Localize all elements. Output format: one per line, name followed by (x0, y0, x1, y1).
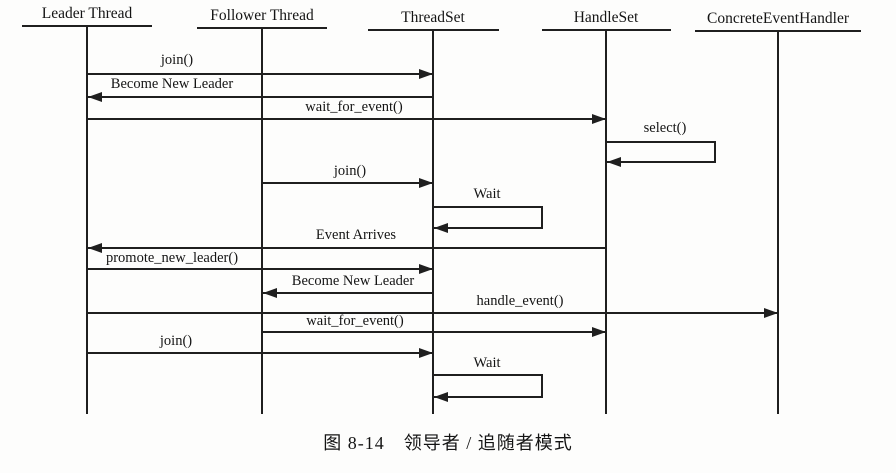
actor-label-threadset: ThreadSet (401, 9, 465, 26)
lifeline-threadset (432, 29, 434, 414)
message-10-handle-event-label: handle_event() (476, 293, 564, 309)
message-8-promote-new-leader-label: promote_new_leader() (105, 250, 239, 266)
message-7-event-arrives-line (87, 247, 606, 249)
message-13-wait-call-line (433, 374, 543, 376)
message-11-wait-for-event-arrowhead (592, 326, 606, 337)
message-1-join-line (87, 73, 433, 75)
message-1-join-label: join() (160, 52, 194, 68)
message-13-wait-arrowhead (434, 391, 448, 402)
message-4-select-return-line (606, 161, 716, 163)
message-3-wait-for-event-label: wait_for_event() (305, 99, 403, 115)
message-3-wait-for-event-arrowhead (592, 113, 606, 124)
message-4-select-side-line (714, 141, 716, 163)
message-12-join-line (87, 352, 433, 354)
message-9-become-new-leader-label: Become New Leader (291, 273, 415, 289)
actor-label-leader-thread: Leader Thread (41, 5, 133, 22)
message-5-join-line (262, 182, 433, 184)
message-12-join-label: join() (159, 333, 193, 349)
message-2-become-new-leader-label: Become New Leader (110, 76, 234, 92)
message-6-wait-side-line (541, 206, 543, 229)
message-8-promote-new-leader-arrowhead (419, 263, 433, 274)
actor-label-follower-thread: Follower Thread (210, 7, 314, 24)
message-1-join-arrowhead (419, 68, 433, 79)
message-2-become-new-leader-arrowhead (88, 91, 102, 102)
message-11-wait-for-event-label: wait_for_event() (306, 313, 404, 329)
message-13-wait-return-line (433, 396, 543, 398)
message-9-become-new-leader-arrowhead (263, 287, 277, 298)
message-5-join-label: join() (333, 163, 367, 179)
message-4-select-arrowhead (607, 156, 621, 167)
lifeline-handleset (605, 29, 607, 414)
lifeline-follower-thread (261, 27, 263, 414)
message-10-handle-event-arrowhead (764, 307, 778, 318)
message-4-select-call-line (606, 141, 716, 143)
message-6-wait-label: Wait (473, 186, 501, 202)
message-7-event-arrives-label: Event Arrives (315, 227, 397, 243)
figure-caption: 图 8-14 领导者 / 追随者模式 (323, 433, 573, 453)
message-11-wait-for-event-line (262, 331, 606, 333)
message-6-wait-call-line (433, 206, 543, 208)
lifeline-concreteeventhandler (777, 30, 779, 414)
message-6-wait-arrowhead (434, 222, 448, 233)
sequence-diagram: Leader Thread Follower Thread ThreadSet Han… (22, 5, 861, 414)
message-6-wait-return-line (433, 227, 543, 229)
message-7-event-arrives-arrowhead (88, 242, 102, 253)
message-13-wait-side-line (541, 374, 543, 398)
message-12-join-arrowhead (419, 347, 433, 358)
message-8-promote-new-leader-line (87, 268, 433, 270)
message-13-wait-label: Wait (473, 355, 501, 371)
message-4-select-label: select() (643, 120, 687, 136)
message-3-wait-for-event-line (87, 118, 606, 120)
message-5-join-arrowhead (419, 177, 433, 188)
message-2-become-new-leader-line (87, 96, 433, 98)
actor-label-concreteeventhandler: ConcreteEventHandler (706, 10, 850, 27)
actor-label-handleset: HandleSet (573, 9, 639, 26)
message-9-become-new-leader-line (262, 292, 433, 294)
lifeline-leader-thread (86, 25, 88, 414)
message-10-handle-event-line (87, 312, 778, 314)
